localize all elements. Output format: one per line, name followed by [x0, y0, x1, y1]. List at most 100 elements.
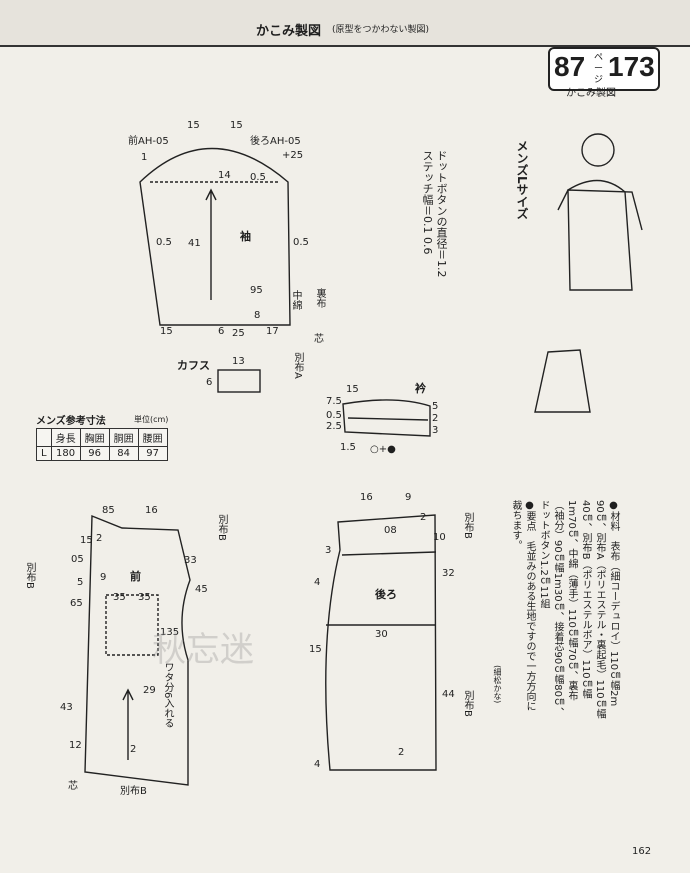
svg-text:15: 15	[80, 535, 93, 546]
svg-text:6: 6	[206, 377, 212, 388]
svg-text:95: 95	[250, 285, 263, 296]
sleeve-core-label: 芯	[314, 334, 324, 345]
front-pocket	[105, 594, 159, 656]
svg-text:4: 4	[314, 759, 320, 770]
svg-text:15: 15	[309, 644, 322, 655]
table-cell: 97	[137, 446, 168, 461]
front-fabric-b-label: 別布B	[120, 786, 147, 797]
svg-text:16: 16	[145, 505, 158, 516]
svg-text:4: 4	[314, 577, 320, 588]
pattern-page-number: 173	[608, 51, 655, 82]
table-cell: 84	[108, 446, 139, 461]
svg-text:5: 5	[432, 401, 438, 412]
svg-text:65: 65	[70, 598, 83, 609]
table-header	[36, 428, 52, 447]
svg-text:2.5: 2.5	[326, 421, 342, 432]
front-name: 前	[130, 570, 141, 583]
svg-text:29: 29	[143, 685, 156, 696]
svg-text:9: 9	[405, 492, 411, 503]
svg-text:14: 14	[218, 170, 231, 181]
svg-text:32: 32	[442, 568, 455, 579]
front-core-label: 芯	[68, 781, 78, 792]
sleeve-fabric-a-label: 別布A	[292, 352, 303, 379]
collar-outline	[342, 399, 431, 437]
front-bodice-outline	[84, 514, 191, 786]
table-cell: 96	[79, 446, 110, 461]
svg-text:15: 15	[187, 120, 200, 131]
svg-text:25: 25	[232, 328, 245, 339]
sleeve-lining-label: 裏布	[314, 288, 325, 308]
svg-text:1.5: 1.5	[340, 442, 356, 453]
size-table-title: メンズ参考寸法	[36, 416, 106, 427]
front-top-fabric-b-label: 別布B	[216, 514, 227, 541]
svg-text:0.5: 0.5	[156, 237, 172, 248]
credit: (細松かな)	[493, 665, 502, 704]
svg-text:3: 3	[432, 425, 438, 436]
svg-text:2: 2	[96, 533, 102, 544]
sleeve-back-ah: 後ろAH-05	[250, 136, 301, 147]
table-header: 胸囲	[79, 428, 110, 447]
svg-text:8: 8	[254, 310, 260, 321]
svg-text:16: 16	[360, 492, 373, 503]
svg-text:2: 2	[130, 744, 136, 755]
button-note: ドットボタンの直径＝1.2 ステッチ幅＝0.1 0.6	[421, 150, 448, 278]
svg-text:2: 2	[420, 512, 426, 523]
svg-text:2: 2	[432, 413, 438, 424]
svg-text:30: 30	[375, 629, 388, 640]
table-header-row: 身長 胸囲 胴囲 腰囲	[36, 428, 168, 447]
sleeve-outline	[139, 147, 291, 326]
svg-text:41: 41	[188, 238, 201, 249]
svg-text:44: 44	[442, 689, 455, 700]
svg-text:35: 35	[113, 592, 126, 603]
svg-text:3: 3	[325, 545, 331, 556]
page-reference-box: 87 ページ 173	[548, 47, 660, 91]
svg-text:+25: +25	[282, 150, 303, 161]
sleeve-grain-arrow	[205, 188, 217, 300]
table-header: 腰囲	[137, 428, 168, 447]
svg-text:10: 10	[433, 532, 446, 543]
table-header: 身長	[50, 428, 81, 447]
table-row: L 180 96 84 97	[36, 446, 168, 461]
size-table: 身長 胸囲 胴囲 腰囲 L 180 96 84 97	[36, 428, 168, 461]
collar-inner	[347, 417, 429, 421]
svg-text:7.5: 7.5	[326, 396, 342, 407]
photo-page-number: 87	[554, 51, 586, 82]
back-top-fabric-b-label: 別布B	[462, 512, 473, 539]
page-reference-caption: かこみ製図	[566, 88, 616, 99]
header-bar: かこみ製図 (原型をつかわない製図)	[0, 0, 690, 47]
svg-text:85: 85	[102, 505, 115, 516]
sleeve-name: 袖	[240, 230, 251, 243]
table-cell: L	[36, 446, 52, 461]
back-yoke-line	[341, 551, 437, 556]
cuff-outline	[217, 369, 261, 393]
svg-text:15: 15	[346, 384, 359, 395]
svg-text:13: 13	[232, 356, 245, 367]
sleeve-front-ah: 前AH-05	[128, 136, 169, 147]
back-name: 後ろ	[375, 588, 397, 601]
jacket-flat	[534, 349, 591, 413]
svg-text:35: 35	[138, 592, 151, 603]
back-bodice-outline	[325, 514, 437, 771]
page-number: 162	[632, 846, 652, 857]
svg-text:33: 33	[184, 555, 197, 566]
svg-text:1: 1	[141, 152, 147, 163]
svg-text:5: 5	[77, 577, 83, 588]
front-grain-arrow	[122, 688, 134, 760]
svg-text:0.5: 0.5	[293, 237, 309, 248]
svg-text:17: 17	[266, 326, 279, 337]
man-figure	[567, 179, 633, 291]
collar-name: 衿	[415, 382, 426, 395]
svg-text:0.5: 0.5	[326, 410, 342, 421]
page-title: かこみ製図	[256, 24, 322, 39]
svg-text:6: 6	[218, 326, 224, 337]
page-label: ページ	[594, 53, 604, 85]
front-placket-note: ワタ分6入れる	[162, 662, 173, 729]
svg-text:15: 15	[230, 120, 243, 131]
sleeve-batting-label: 中綿	[290, 290, 301, 310]
watermark: 秋忘迷	[152, 630, 254, 670]
svg-text:43: 43	[60, 702, 73, 713]
svg-text:08: 08	[384, 525, 397, 536]
svg-text:45: 45	[195, 584, 208, 595]
